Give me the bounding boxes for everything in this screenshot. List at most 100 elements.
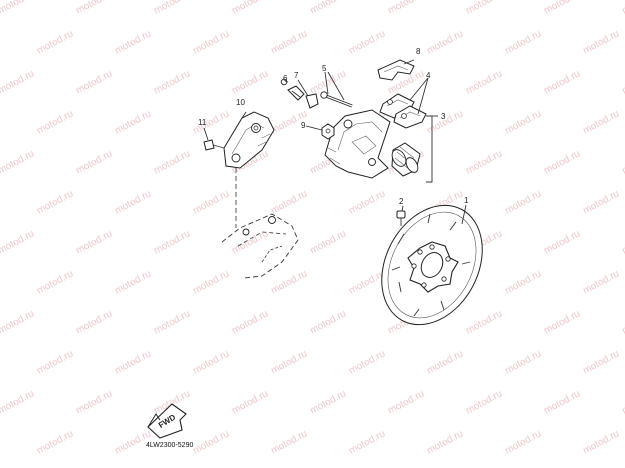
watermark-text: motod.ru xyxy=(308,0,348,17)
watermark-text: motod.ru xyxy=(191,28,231,56)
callout-7: 7 xyxy=(294,71,299,80)
watermark-text: motod.ru xyxy=(503,28,543,56)
callout-2: 2 xyxy=(399,197,404,206)
watermark-text: motod.ru xyxy=(191,348,231,376)
watermark-text: motod.ru xyxy=(74,228,114,256)
watermark-text: motod.ru xyxy=(542,308,582,336)
caliper-body xyxy=(324,109,391,179)
watermark-text: motod.ru xyxy=(464,308,504,336)
brake-disc xyxy=(381,204,483,326)
watermark-text: motod.ru xyxy=(35,268,75,296)
caliper-piston xyxy=(391,142,421,177)
callout-3: 3 xyxy=(441,112,446,121)
watermark-text: motod.ru xyxy=(230,308,270,336)
callout-8: 8 xyxy=(416,47,421,56)
watermark-text: motod.ru xyxy=(74,148,114,176)
watermark-text: motod.ru xyxy=(425,28,465,56)
watermark-text: motod.ru xyxy=(503,188,543,216)
watermark-text: motod.ru xyxy=(542,148,582,176)
watermark-text: motod.ru xyxy=(74,68,114,96)
leader-lines xyxy=(203,59,467,228)
watermark-text: motod.ru xyxy=(464,0,504,17)
watermark-text: motod.ru xyxy=(464,68,504,96)
watermark-text: motod.ru xyxy=(542,0,582,17)
watermark-text: motod.ru xyxy=(542,68,582,96)
disc-bolt xyxy=(396,210,406,226)
watermark-text: motod.ru xyxy=(308,388,348,416)
watermark-text: motod.ru xyxy=(0,0,36,17)
watermark-text: motod.ru xyxy=(74,388,114,416)
watermark-text: motod.ru xyxy=(542,228,582,256)
watermark-text: motod.ru xyxy=(152,148,192,176)
callout-9: 9 xyxy=(301,121,306,130)
fwd-arrow-icon: FWD xyxy=(147,403,187,439)
watermark-text: motod.ru xyxy=(113,268,153,296)
watermark-text: motod.ru xyxy=(152,308,192,336)
watermark-text: motod.ru xyxy=(74,308,114,336)
brake-pads xyxy=(379,93,427,129)
callout-5: 5 xyxy=(322,64,327,73)
watermark-text: motod.ru xyxy=(269,28,309,56)
watermark-text: motod.ru xyxy=(113,28,153,56)
watermark-text: motod.ru xyxy=(0,388,36,416)
watermark-text: motod.ru xyxy=(581,348,621,376)
watermark-text: motod.ru xyxy=(0,308,36,336)
watermark-text: motod.ru xyxy=(230,68,270,96)
swingarm-outline xyxy=(221,213,299,279)
watermark-text: motod.ru xyxy=(581,28,621,56)
watermark-text: motod.ru xyxy=(230,228,270,256)
watermark-text: motod.ru xyxy=(620,308,625,336)
watermark-text: motod.ru xyxy=(464,148,504,176)
watermark-text: motod.ru xyxy=(230,388,270,416)
watermark-text: motod.ru xyxy=(0,228,36,256)
watermark-text: motod.ru xyxy=(191,268,231,296)
watermark-text: motod.ru xyxy=(113,348,153,376)
watermark-text: motod.ru xyxy=(191,188,231,216)
diagram-code: 4LW2300-5290 xyxy=(146,442,193,449)
bleed-cap xyxy=(305,93,319,109)
callout-labels: 1 2 3 4 5 6 7 8 9 10 11 xyxy=(198,47,469,206)
watermark-text: motod.ru xyxy=(581,188,621,216)
watermark-text: motod.ru xyxy=(620,68,625,96)
watermark-text: motod.ru xyxy=(269,428,309,456)
callout-10: 10 xyxy=(236,98,245,107)
watermark-text: motod.ru xyxy=(113,108,153,136)
callout-1: 1 xyxy=(464,196,469,205)
nut xyxy=(321,123,335,140)
watermark-text: motod.ru xyxy=(425,348,465,376)
watermark-text: motod.ru xyxy=(503,268,543,296)
watermark-text: motod.ru xyxy=(581,428,621,456)
callout-11: 11 xyxy=(198,118,207,127)
watermark-text: motod.ru xyxy=(35,108,75,136)
watermark-text: motod.ru xyxy=(347,188,387,216)
watermark-text: motod.ru xyxy=(152,0,192,17)
watermark-text: motod.ru xyxy=(230,0,270,17)
watermark-text: motod.ru xyxy=(464,388,504,416)
watermark-text: motod.ru xyxy=(386,0,426,17)
watermark-text: motod.ru xyxy=(347,348,387,376)
bracket-bolt xyxy=(203,139,225,151)
watermark-text: motod.ru xyxy=(35,28,75,56)
watermark-text: motod.ru xyxy=(0,148,36,176)
watermark-text: motod.ru xyxy=(347,428,387,456)
watermark-text: motod.ru xyxy=(581,108,621,136)
pad-spring xyxy=(377,59,415,81)
watermark-text: motod.ru xyxy=(191,428,231,456)
watermark-text: motod.ru xyxy=(152,68,192,96)
watermark-text: motod.ru xyxy=(620,148,625,176)
watermark-text: motod.ru xyxy=(0,68,36,96)
watermark-text: motod.ru xyxy=(503,428,543,456)
watermark-text: motod.ru xyxy=(269,188,309,216)
watermark-text: motod.ru xyxy=(35,188,75,216)
watermark-text: motod.ru xyxy=(503,108,543,136)
watermark-text: motod.ru xyxy=(542,388,582,416)
watermark-text: motod.ru xyxy=(308,228,348,256)
watermark-text: motod.ru xyxy=(269,348,309,376)
callout-6: 6 xyxy=(283,74,288,83)
callout-4: 4 xyxy=(426,71,431,80)
watermark-text: motod.ru xyxy=(503,348,543,376)
watermark-text: motod.ru xyxy=(269,268,309,296)
watermark-text: motod.ru xyxy=(35,348,75,376)
watermark-text: motod.ru xyxy=(35,428,75,456)
